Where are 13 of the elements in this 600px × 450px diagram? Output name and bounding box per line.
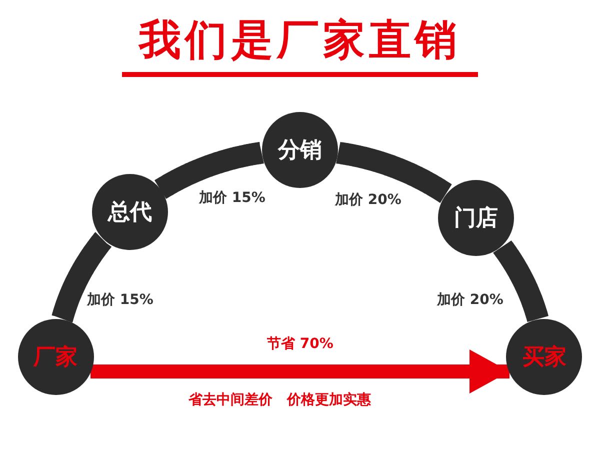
node-label: 分销 (278, 137, 322, 165)
arrow (90, 350, 510, 394)
title: 我们是厂家直销 (137, 14, 462, 66)
node-label: 总代 (108, 199, 152, 228)
node-label: 厂家 (34, 344, 78, 372)
node-label: 门店 (454, 204, 498, 233)
note-text: 省去中间差价 价格更加实惠 (186, 391, 374, 409)
edge-label: 加价 20% (435, 291, 506, 309)
edge-label: 加价 15% (197, 189, 268, 207)
edge-label: 加价 20% (333, 191, 404, 209)
edge-label: 加价 15% (85, 291, 156, 309)
edge-label: 节省 70% (265, 335, 336, 353)
node-label: 买家 (522, 344, 566, 372)
